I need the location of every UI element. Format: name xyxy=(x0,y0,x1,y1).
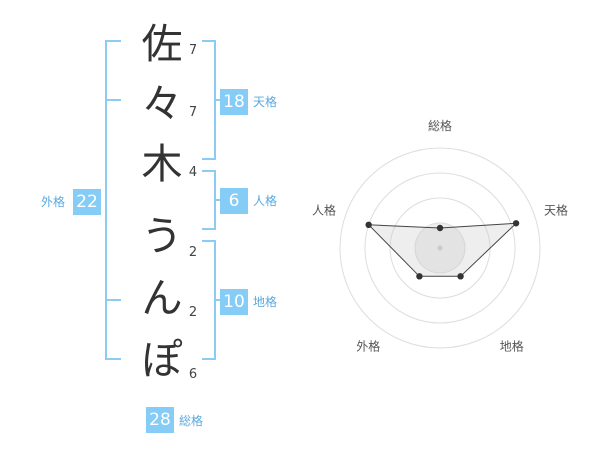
jinkaku-value: 6 xyxy=(220,188,248,214)
radar-axis-label: 外格 xyxy=(356,339,380,354)
radar-axis-label: 人格 xyxy=(312,202,336,217)
name-char-2: 々 xyxy=(141,80,183,128)
stroke-count-1: 7 xyxy=(188,43,198,58)
stroke-count-6: 6 xyxy=(188,367,198,382)
tenkaku-label: 天格 xyxy=(253,95,278,109)
gaikaku-bracket-tick xyxy=(105,299,121,301)
radar-ring xyxy=(414,222,466,274)
radar-data-point xyxy=(512,220,520,227)
radar-axis-label: 総格 xyxy=(428,118,452,133)
radar-ring xyxy=(339,147,541,349)
chikaku-label: 地格 xyxy=(253,295,278,309)
name-char-4: う xyxy=(141,212,183,260)
jinkaku-label: 人格 xyxy=(253,194,278,208)
name-char-3: 木 xyxy=(141,140,183,188)
name-char-1: 佐 xyxy=(141,20,183,68)
chikaku-value: 10 xyxy=(220,289,248,315)
radar-data-point xyxy=(436,224,444,232)
radar-data-point xyxy=(457,273,464,280)
radar-ring xyxy=(364,172,516,324)
gaikaku-bracket xyxy=(105,40,121,360)
name-char-5: ん xyxy=(141,274,183,322)
radar-axis-label: 天格 xyxy=(544,202,568,217)
soukaku-label: 総格 xyxy=(179,414,204,428)
stroke-count-4: 2 xyxy=(188,245,198,260)
gaikaku-value: 22 xyxy=(73,189,101,215)
stroke-count-5: 2 xyxy=(188,305,198,320)
radar-center-dot xyxy=(437,245,443,251)
tenkaku-bracket xyxy=(202,40,216,160)
jinkaku-bracket xyxy=(202,170,216,230)
radar-data-point xyxy=(416,273,423,280)
stroke-count-3: 4 xyxy=(188,165,198,180)
chikaku-bracket xyxy=(202,240,216,360)
soukaku-value: 28 xyxy=(146,407,174,433)
name-char-6: ぽ xyxy=(141,336,183,384)
radar-data-point xyxy=(365,221,372,229)
gaikaku-label: 外格 xyxy=(41,195,66,209)
radar-data-polygon xyxy=(367,222,518,277)
gaikaku-bracket-tick xyxy=(105,99,121,101)
radar-axis-label: 地格 xyxy=(500,339,524,354)
stroke-count-2: 7 xyxy=(188,105,198,120)
tenkaku-value: 18 xyxy=(220,89,248,115)
